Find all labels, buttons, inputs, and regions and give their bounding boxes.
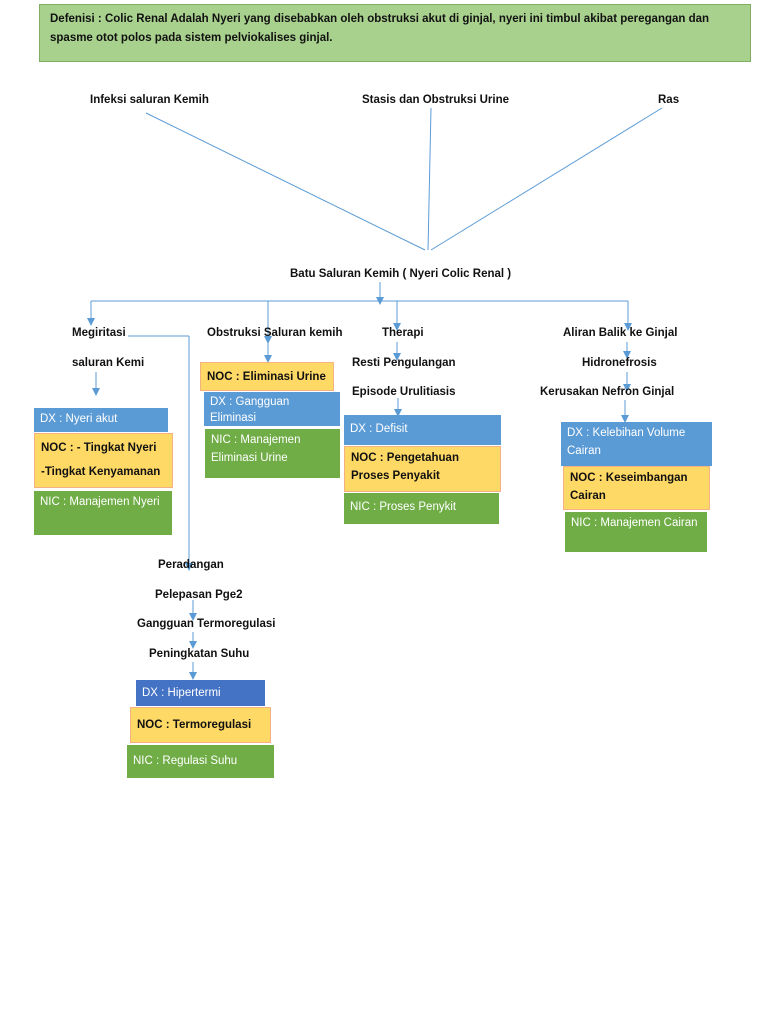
branch3-line3: Episode Urulitiasis: [352, 386, 456, 398]
branch1-noc-line1: NOC : - Tingkat Nyeri: [41, 442, 157, 454]
branch4-line2: Hidronefrosis: [582, 357, 657, 369]
branch5-line4: Peningkatan Suhu: [149, 648, 250, 660]
branch4-nic: NIC : Manajemen Cairan: [565, 512, 707, 552]
cause-infeksi: Infeksi saluran Kemih: [90, 94, 209, 106]
line-stasis: [427, 107, 432, 251]
branch4-line3: Kerusakan Nefron Ginjal: [540, 386, 675, 398]
branch5-nic: NIC : Regulasi Suhu: [127, 745, 274, 778]
branch5-line3: Gangguan Termoregulasi: [137, 618, 276, 630]
branch4-dx: DX : Kelebihan Volume Cairan: [561, 422, 712, 466]
center-node: Batu Saluran Kemih ( Nyeri Colic Renal ): [290, 268, 512, 280]
branch1-noc-line2: -Tingkat Kenyamanan: [41, 466, 161, 478]
cause-stasis: Stasis dan Obstruksi Urine: [362, 94, 509, 106]
branch4-label: Aliran Balik ke Ginjal: [563, 327, 678, 339]
line-infeksi: [145, 112, 426, 251]
branch5-line1: Peradangan: [158, 559, 224, 571]
cause-ras: Ras: [658, 94, 680, 106]
branch1-line2: saluran Kemi: [72, 357, 145, 369]
branch3-label: Therapi: [382, 327, 424, 339]
branch4-noc: NOC : Keseimbangan Cairan: [563, 466, 710, 510]
branch2-noc: NOC : Eliminasi Urine: [200, 362, 334, 391]
branch3-line2: Resti Pengulangan: [352, 357, 456, 369]
definition-box: Defenisi : Colic Renal Adalah Nyeri yang…: [39, 4, 751, 62]
branch1-nic: NIC : Manajemen Nyeri: [34, 491, 172, 535]
branch3-dx: DX : Defisit: [344, 415, 501, 445]
branch1-dx: DX : Nyeri akut: [34, 408, 168, 432]
branch5-dx: DX : Hipertermi: [136, 680, 265, 706]
branch5-line2: Pelepasan Pge2: [155, 589, 243, 601]
branch3-noc: NOC : Pengetahuan Proses Penyakit: [344, 446, 501, 492]
branch1-noc: NOC : - Tingkat Nyeri -Tingkat Kenyamana…: [34, 433, 173, 488]
branch1-line1: Megiritasi: [72, 327, 126, 339]
line-ras: [430, 107, 663, 251]
branch2-nic: NIC : Manajemen Eliminasi Urine: [205, 429, 340, 478]
branch5-noc: NOC : Termoregulasi: [130, 707, 271, 743]
branch3-nic: NIC : Proses Penykit: [344, 493, 499, 524]
branch2-label: Obstruksi Saluran kemih: [207, 327, 343, 339]
branch2-dx: DX : Gangguan Eliminasi: [204, 392, 340, 426]
